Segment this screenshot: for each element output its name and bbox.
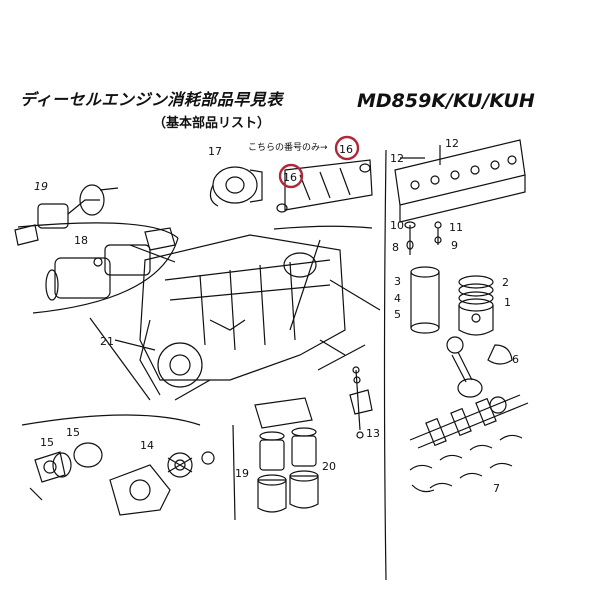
diagram-subtitle: （基本部品リスト）: [153, 116, 271, 131]
callout-4: 4: [394, 292, 401, 305]
divider-top-center: [273, 225, 373, 230]
callout-8: 8: [392, 241, 399, 254]
divider-right-vertical: [383, 149, 387, 581]
callout-7: 7: [493, 482, 500, 495]
divider-left: [32, 237, 179, 314]
callout-note: こちらの番号のみ→: [248, 143, 328, 153]
gasket-drawing: [29, 442, 103, 501]
callout-6: 6: [512, 353, 519, 366]
water-pump-drawing: [109, 451, 215, 516]
divider-bottom-center: [317, 344, 366, 371]
injector-drawing: [349, 366, 373, 439]
callout-16-lower: 16: [283, 171, 297, 184]
callout-11: 11: [449, 221, 463, 234]
crankshaft-drawing: [409, 394, 529, 449]
divider-top-left: [17, 222, 179, 239]
callout-17: 17: [208, 145, 222, 158]
divider-bottom-center-left: [232, 424, 236, 521]
highlight-circle-16-upper: [334, 135, 360, 161]
callout-13: 13: [366, 427, 380, 440]
starter-drawing: [45, 227, 176, 301]
callout-15-left: 15: [40, 436, 54, 449]
callout-2: 2: [502, 276, 509, 289]
highlight-circle-16-lower: [278, 163, 304, 189]
bearings-drawing: [409, 434, 523, 493]
callout-3: 3: [394, 275, 401, 288]
diagram-title: ディーセルエンジン消耗部品早見表: [20, 90, 283, 109]
cylinder-liner-drawing: [410, 266, 440, 334]
callout-20-right: 20: [322, 460, 336, 473]
callout-15-right: 15: [66, 426, 80, 439]
callout-9: 9: [451, 239, 458, 252]
callout-14: 14: [140, 439, 154, 452]
thermostat-drawing: [14, 184, 119, 246]
fuel-filter-drawing: [254, 397, 319, 513]
callout-19: 19: [34, 180, 48, 193]
callout-16-upper: 16: [339, 143, 353, 156]
valve-drawing: [404, 221, 442, 255]
piston-drawing: [458, 275, 494, 336]
manifold-drawing: [276, 159, 373, 213]
callout-1: 1: [504, 296, 511, 309]
divider-bottom-left: [21, 414, 201, 426]
model-number: MD859K/KU/KUH: [357, 90, 535, 112]
connecting-rod-drawing: [446, 336, 513, 398]
cylinder-head-drawing: [394, 139, 526, 223]
divider-diag: [89, 317, 151, 401]
engine-block-drawing: [139, 234, 346, 396]
callout-18: 18: [74, 234, 88, 247]
pulley-drawing: [209, 166, 263, 207]
callout-20-left: 19: [235, 467, 249, 480]
callout-21: 21: [100, 335, 114, 348]
callout-5: 5: [394, 308, 401, 321]
callout-12: 12: [445, 137, 459, 150]
callout-10: 10: [390, 219, 404, 232]
callout-12b: 12: [390, 152, 404, 165]
